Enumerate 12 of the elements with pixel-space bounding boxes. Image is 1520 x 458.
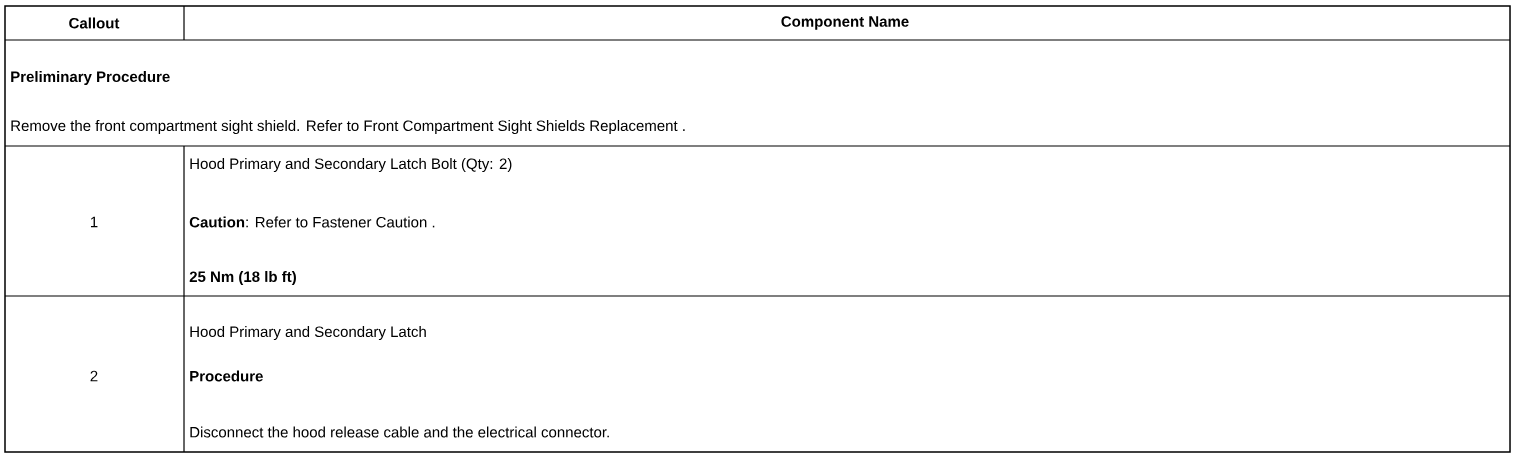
column-heading: Component Name	[781, 16, 909, 30]
torque-spec: 25 Nm (18 lb ft)	[189, 271, 296, 285]
instruction-text: Remove the front compartment sight shield. Refer to Front Compartment Sight Shields Replacement .	[11, 120, 685, 134]
part-name: Hood Primary and Secondary Latch Bolt (Qty: 2)	[190, 158, 512, 172]
step-heading: Procedure	[190, 370, 263, 382]
caution-note: Caution: Refer to Fastener Caution .	[189, 216, 435, 228]
column-heading: Callout	[69, 17, 120, 29]
part-name: Hood Primary and Secondary Latch	[190, 326, 426, 340]
callout-number: 2	[90, 370, 98, 382]
section-heading: Preliminary Procedure	[11, 71, 170, 85]
instruction-text: Disconnect the hood release cable and the electrical connector.	[190, 426, 609, 438]
callout-number: 1	[91, 216, 98, 228]
